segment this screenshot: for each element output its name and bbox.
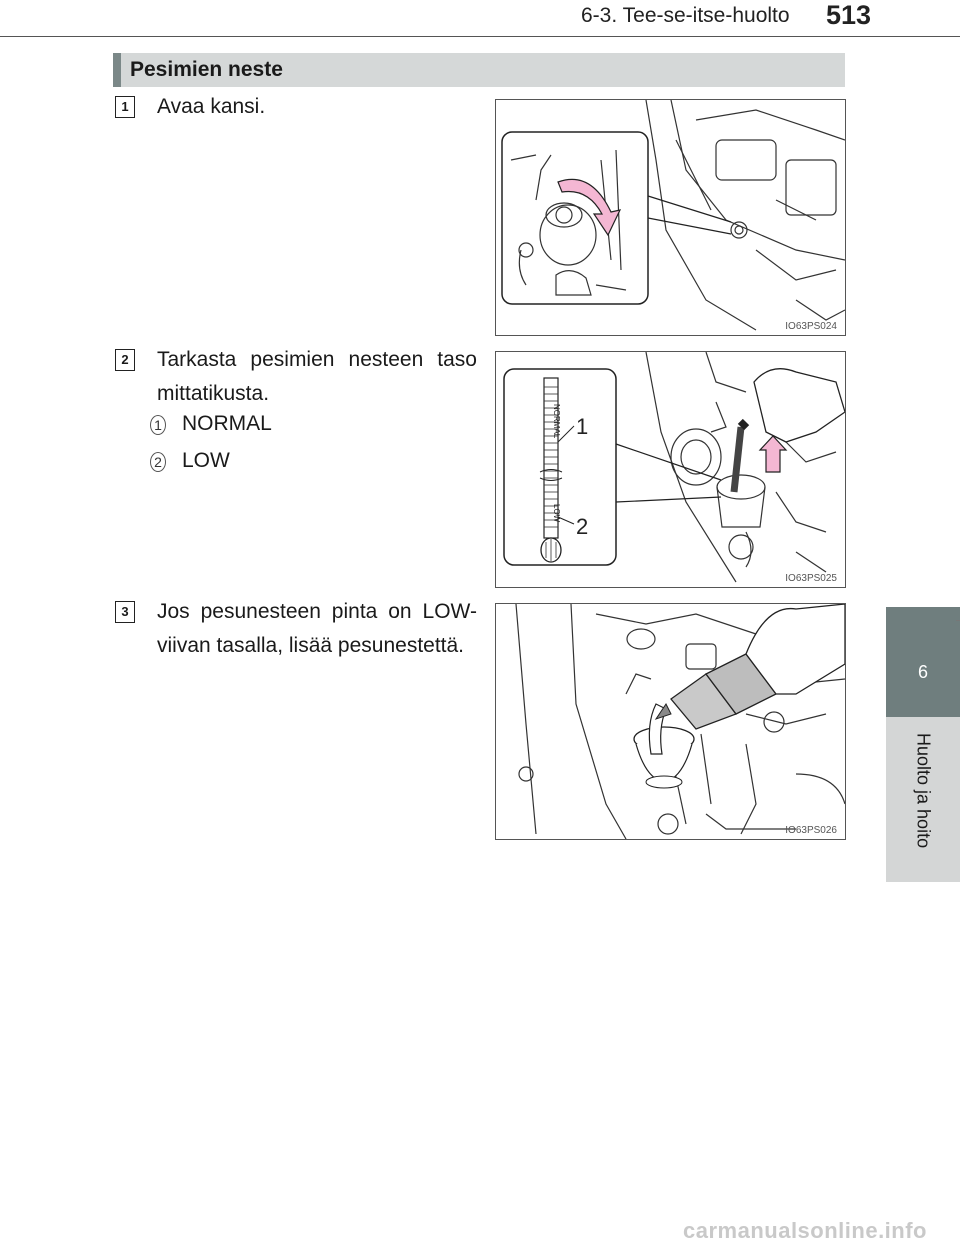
sub-item-number-2: 2	[150, 452, 166, 472]
sub-item-text-low: LOW	[182, 449, 230, 472]
section-title-accent	[113, 53, 121, 87]
page-number: 513	[826, 0, 872, 30]
section-title: Pesimien neste	[130, 58, 283, 81]
chapter-title: Huolto ja hoito	[913, 733, 934, 849]
dipstick-normal-label: NORMAL	[552, 404, 561, 439]
engine-bay-illustration-1	[501, 100, 845, 331]
step-text-1: Avaa kansi.	[157, 95, 266, 118]
step-text-2: Tarkasta pesimien nesteen taso mittatiku…	[157, 348, 477, 405]
chapter-tab: 6	[886, 607, 960, 717]
callout-2-label: 2	[576, 514, 588, 539]
step-number-3: 3	[115, 601, 135, 623]
figure-code: IO63PS026	[785, 825, 837, 836]
step-number-2: 2	[115, 349, 135, 371]
figure-refill: IO63PS026	[495, 603, 846, 840]
dipstick-low-label: LOW	[552, 504, 561, 523]
figure-dipstick: NORMAL LOW 1 2 IO63PS025	[495, 351, 846, 588]
footer-watermark: carmanualsonline.info	[683, 1218, 927, 1243]
sub-item-number-1: 1	[150, 415, 166, 435]
callout-1-label: 1	[576, 414, 588, 439]
refill-illustration	[515, 604, 845, 839]
step-number-1: 1	[115, 96, 135, 118]
header-divider	[0, 36, 960, 37]
sub-item-text-normal: NORMAL	[182, 412, 272, 435]
step-text-3: Jos pesunesteen pinta on LOW-viivan tasa…	[157, 600, 477, 657]
chapter-number: 6	[917, 662, 928, 682]
figure-open-cap: IO63PS024	[495, 99, 846, 336]
running-header-section: 6-3. Tee-se-itse-huolto	[581, 4, 790, 27]
dipstick-illustration: NORMAL LOW 1 2	[503, 352, 845, 583]
section-title-bar	[113, 53, 845, 87]
figure-code: IO63PS025	[785, 573, 837, 584]
tab-mark	[956, 620, 960, 621]
chapter-tab-lower	[886, 717, 960, 882]
figure-code: IO63PS024	[785, 321, 837, 332]
